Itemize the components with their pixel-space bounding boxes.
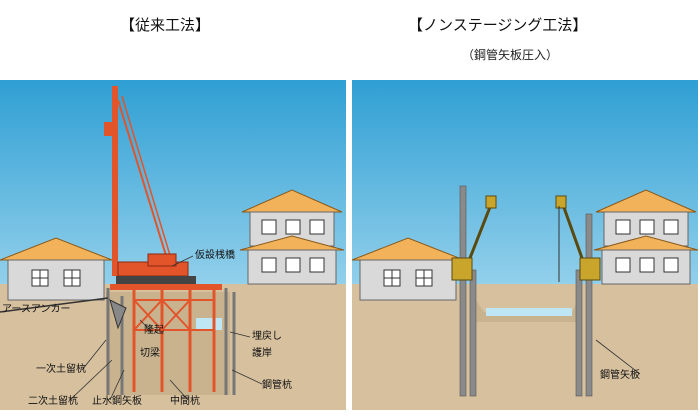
label-steel-pipe-pile: 鋼管杭 — [262, 378, 292, 391]
label-primary-retaining: 一次土留杭 — [36, 362, 86, 375]
label-backfill: 埋戻し — [252, 329, 282, 342]
label-heave: 隆起 — [144, 323, 164, 336]
label-intermediate-pile: 中間杭 — [170, 394, 200, 407]
label-cutoff-sheet: 止水鋼矢板 — [92, 394, 142, 407]
label-temp-bridge: 仮設桟橋 — [195, 248, 235, 261]
label-steel-pipe-sheet: 鋼管矢板 — [600, 368, 640, 381]
left-panel: アースアンカー 仮設桟橋 隆起 切梁 一次土留杭 二次土留杭 止水鋼矢板 中間杭… — [0, 80, 346, 410]
right-subtitle: （鋼管矢板圧入） — [462, 48, 559, 62]
label-revetment: 護岸 — [252, 346, 272, 359]
label-secondary-retaining: 二次土留杭 — [28, 394, 78, 407]
right-panel: 鋼管矢板 — [351, 80, 699, 410]
label-cut-beam: 切梁 — [140, 346, 160, 359]
left-title: 【従来工法】 — [120, 16, 211, 34]
right-title: 【ノンステージング工法】 — [408, 16, 588, 34]
label-earth-anchor: アースアンカー — [2, 303, 71, 315]
